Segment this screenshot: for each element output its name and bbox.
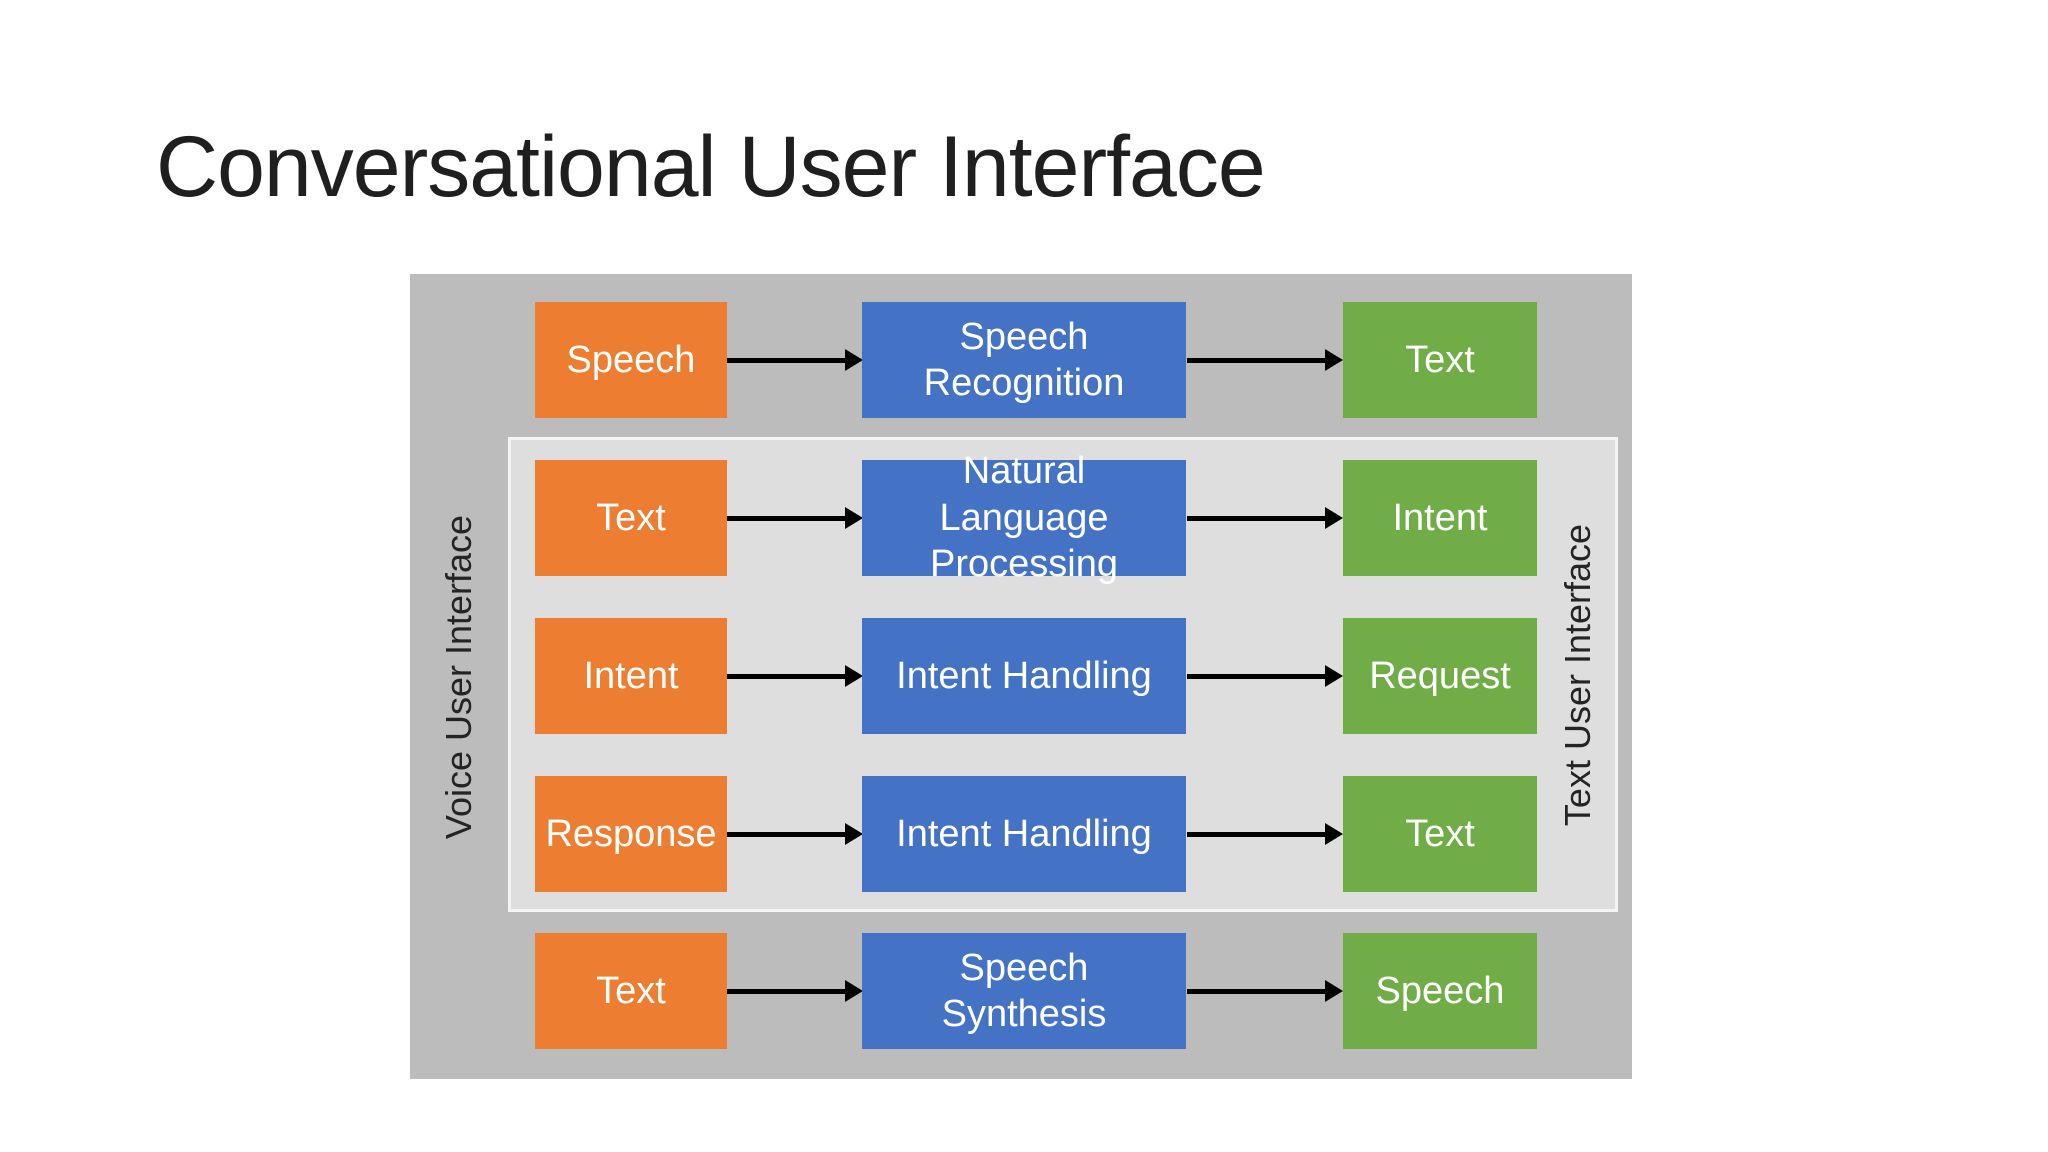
arrow-shaft xyxy=(727,357,845,363)
source-box: Response xyxy=(535,776,727,892)
arrow-shaft xyxy=(1187,988,1325,994)
arrow-shaft xyxy=(1187,515,1325,521)
arrow-right-icon xyxy=(1187,507,1343,529)
flow-row-response-handling: Response Intent Handling Text xyxy=(410,776,1632,892)
arrow-right-icon xyxy=(727,665,863,687)
arrow-right-icon xyxy=(1187,980,1343,1002)
output-box: Speech xyxy=(1343,933,1537,1049)
source-box: Intent xyxy=(535,618,727,734)
flow-row-nlp: Text Natural Language Processing Intent xyxy=(410,450,1632,585)
flow-row-speech-recognition: Speech Speech Recognition Text xyxy=(410,302,1632,418)
arrow-shaft xyxy=(1187,831,1325,837)
arrow-right-icon xyxy=(727,823,863,845)
arrow-head xyxy=(1325,823,1343,845)
process-box: Intent Handling xyxy=(862,618,1186,734)
arrow-shaft xyxy=(727,988,845,994)
arrow-head xyxy=(1325,349,1343,371)
flow-row-speech-synthesis: Text Speech Synthesis Speech xyxy=(410,933,1632,1049)
arrow-head xyxy=(845,507,863,529)
output-box: Intent xyxy=(1343,460,1537,576)
slide-title: Conversational User Interface xyxy=(156,119,1266,215)
arrow-right-icon xyxy=(1187,665,1343,687)
process-box: Natural Language Processing xyxy=(862,450,1186,585)
output-box: Text xyxy=(1343,302,1537,418)
arrow-shaft xyxy=(727,673,845,679)
process-box: Intent Handling xyxy=(862,776,1186,892)
arrow-shaft xyxy=(1187,673,1325,679)
arrow-head xyxy=(845,980,863,1002)
process-box: Speech Synthesis xyxy=(862,933,1186,1049)
arrow-shaft xyxy=(1187,357,1325,363)
arrow-right-icon xyxy=(1187,823,1343,845)
arrow-head xyxy=(1325,980,1343,1002)
source-box: Text xyxy=(535,933,727,1049)
flow-row-intent-handling: Intent Intent Handling Request xyxy=(410,618,1632,734)
arrow-right-icon xyxy=(727,507,863,529)
arrow-right-icon xyxy=(727,980,863,1002)
arrow-head xyxy=(845,349,863,371)
arrow-right-icon xyxy=(1187,349,1343,371)
arrow-head xyxy=(845,823,863,845)
diagram-container: Voice User Interface Text User Interface… xyxy=(410,274,1632,1079)
arrow-head xyxy=(1325,665,1343,687)
arrow-head xyxy=(845,665,863,687)
process-box: Speech Recognition xyxy=(862,302,1186,418)
output-box: Text xyxy=(1343,776,1537,892)
output-box: Request xyxy=(1343,618,1537,734)
arrow-right-icon xyxy=(727,349,863,371)
arrow-head xyxy=(1325,507,1343,529)
arrow-shaft xyxy=(727,515,845,521)
source-box: Text xyxy=(535,460,727,576)
arrow-shaft xyxy=(727,831,845,837)
source-box: Speech xyxy=(535,302,727,418)
